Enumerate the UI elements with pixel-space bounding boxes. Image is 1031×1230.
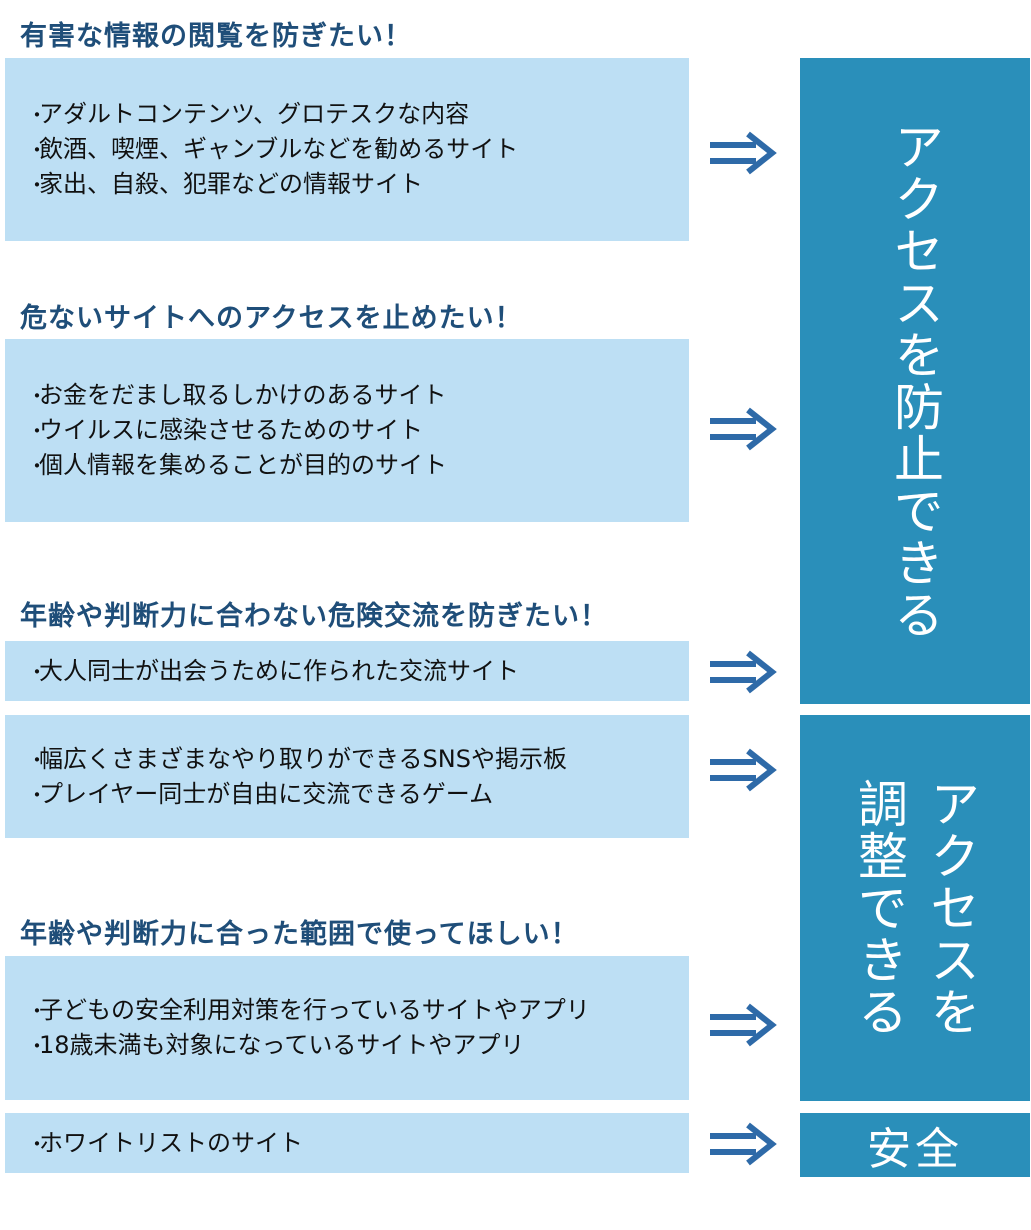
category-item: 18歳未満も対象になっているサイトやアプリ [39,1028,689,1063]
right-double-arrow-icon [710,650,777,694]
result-label-safe: 安全 [867,1124,963,1175]
right-double-arrow-icon [710,407,777,451]
category-item: ウイルスに感染させるためのサイト [39,413,689,448]
result-safe: 安全 [800,1113,1030,1177]
category-item: プレイヤー同士が自由に交流できるゲーム [39,777,689,812]
section-heading-dangerous: 危ないサイトへのアクセスを止めたい！ [20,303,523,334]
right-double-arrow-icon [710,1003,777,1047]
category-box-harmful: アダルトコンテンツ、グロテスクな内容 飲酒、喫煙、ギャンブルなどを勧めるサイト … [5,58,689,241]
right-double-arrow-icon [710,748,777,792]
category-box-dangerous: お金をだまし取るしかけのあるサイト ウイルスに感染させるためのサイト 個人情報を… [5,339,689,522]
result-block-access: アクセスを防止できる [800,58,1030,704]
category-item: お金をだまし取るしかけのあるサイト [39,378,689,413]
section-heading-interaction: 年齢や判断力に合わない危険交流を防ぎたい！ [20,601,608,632]
category-item: アダルトコンテンツ、グロテスクな内容 [39,97,689,132]
category-item: ホワイトリストのサイト [39,1126,689,1161]
category-item: 子どもの安全利用対策を行っているサイトやアプリ [39,993,689,1028]
category-box-adult-dating: 大人同士が出会うために作られた交流サイト [5,641,689,701]
result-label-adjust-line2: 調整できる [850,778,908,1038]
category-item: 幅広くさまざまなやり取りができるSNSや掲示板 [39,742,689,777]
result-label-block: アクセスを防止できる [886,121,944,641]
category-box-whitelist: ホワイトリストのサイト [5,1113,689,1173]
result-adjust-access: アクセスを 調整できる [800,715,1030,1101]
category-item: 家出、自殺、犯罪などの情報サイト [39,167,689,202]
section-heading-harmful: 有害な情報の閲覧を防ぎたい！ [20,21,412,52]
category-item: 飲酒、喫煙、ギャンブルなどを勧めるサイト [39,132,689,167]
category-box-sns: 幅広くさまざまなやり取りができるSNSや掲示板 プレイヤー同士が自由に交流できる… [5,715,689,838]
right-double-arrow-icon [710,131,777,175]
right-double-arrow-icon [710,1122,777,1166]
result-label-adjust-line1: アクセスを [922,778,980,1038]
section-heading-appropriate: 年齢や判断力に合った範囲で使ってほしい！ [20,919,579,950]
category-item: 個人情報を集めることが目的のサイト [39,448,689,483]
category-box-child-safe: 子どもの安全利用対策を行っているサイトやアプリ 18歳未満も対象になっているサイ… [5,956,689,1100]
category-item: 大人同士が出会うために作られた交流サイト [39,654,689,689]
